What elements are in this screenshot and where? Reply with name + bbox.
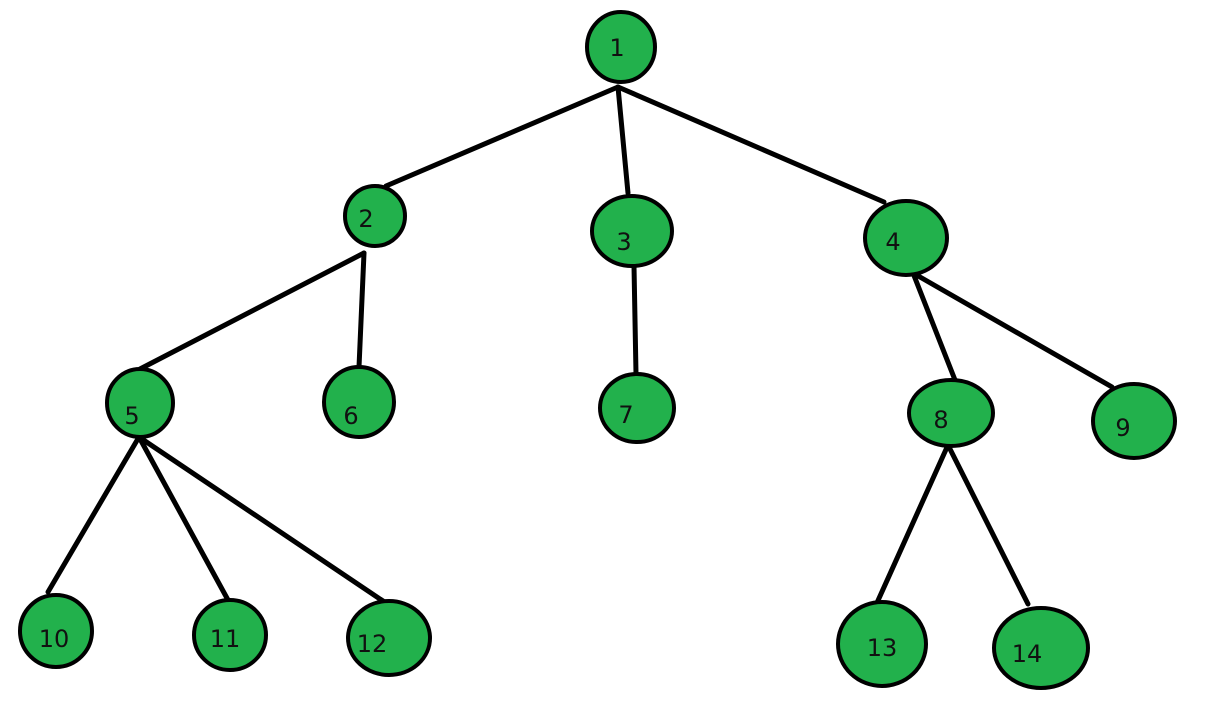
node-circle-1 — [585, 10, 657, 84]
node-label-8: 8 — [933, 406, 948, 434]
node-label-7: 7 — [618, 401, 633, 429]
edge-2-6 — [356, 250, 367, 370]
tree-node-8: 8 — [907, 378, 995, 448]
node-circle-7 — [598, 372, 676, 444]
node-circle-13 — [836, 600, 928, 688]
tree-node-11: 11 — [192, 598, 268, 672]
tree-node-6: 6 — [322, 365, 396, 439]
tree-node-1: 1 — [585, 10, 657, 84]
edge-3-7 — [631, 263, 639, 377]
edge-8-13 — [873, 442, 951, 608]
node-label-1: 1 — [609, 34, 624, 62]
tree-node-14: 14 — [992, 606, 1090, 690]
tree-node-9: 9 — [1091, 382, 1177, 460]
node-circle-3 — [590, 194, 674, 268]
tree-edges — [45, 84, 1115, 608]
node-label-14: 14 — [1012, 640, 1043, 668]
edge-4-8 — [910, 270, 958, 383]
tree-node-3: 3 — [590, 194, 674, 268]
edge-2-5 — [137, 250, 367, 372]
node-label-12: 12 — [357, 630, 388, 658]
tree-node-2: 2 — [343, 184, 407, 248]
node-circle-9 — [1091, 382, 1177, 460]
node-circle-4 — [863, 199, 949, 277]
edge-1-2 — [383, 84, 621, 189]
node-circle-2 — [343, 184, 407, 248]
node-label-11: 11 — [210, 625, 241, 653]
edge-8-14 — [945, 442, 1031, 607]
node-circle-8 — [907, 378, 995, 448]
tree-node-12: 12 — [346, 599, 432, 677]
node-label-2: 2 — [358, 205, 373, 233]
tree-node-5: 5 — [105, 367, 175, 439]
node-circle-10 — [18, 593, 94, 669]
node-circle-11 — [192, 598, 268, 672]
edge-5-12 — [136, 434, 386, 604]
node-circle-5 — [105, 367, 175, 439]
edge-4-9 — [910, 270, 1115, 390]
node-circle-12 — [346, 599, 432, 677]
node-circle-6 — [322, 365, 396, 439]
node-label-10: 10 — [39, 625, 70, 653]
edge-5-10 — [45, 434, 142, 595]
tree-node-4: 4 — [863, 199, 949, 277]
node-circle-14 — [992, 606, 1090, 690]
node-label-5: 5 — [124, 402, 139, 430]
tree-node-13: 13 — [836, 600, 928, 688]
edge-5-11 — [136, 434, 231, 603]
node-label-4: 4 — [885, 228, 900, 256]
tree-node-7: 7 — [598, 372, 676, 444]
node-label-13: 13 — [867, 634, 898, 662]
node-label-3: 3 — [616, 228, 631, 256]
edge-1-3 — [615, 84, 631, 196]
edge-1-4 — [615, 84, 887, 205]
tree-node-10: 10 — [18, 593, 94, 669]
node-label-6: 6 — [343, 402, 358, 430]
node-label-9: 9 — [1115, 414, 1130, 442]
